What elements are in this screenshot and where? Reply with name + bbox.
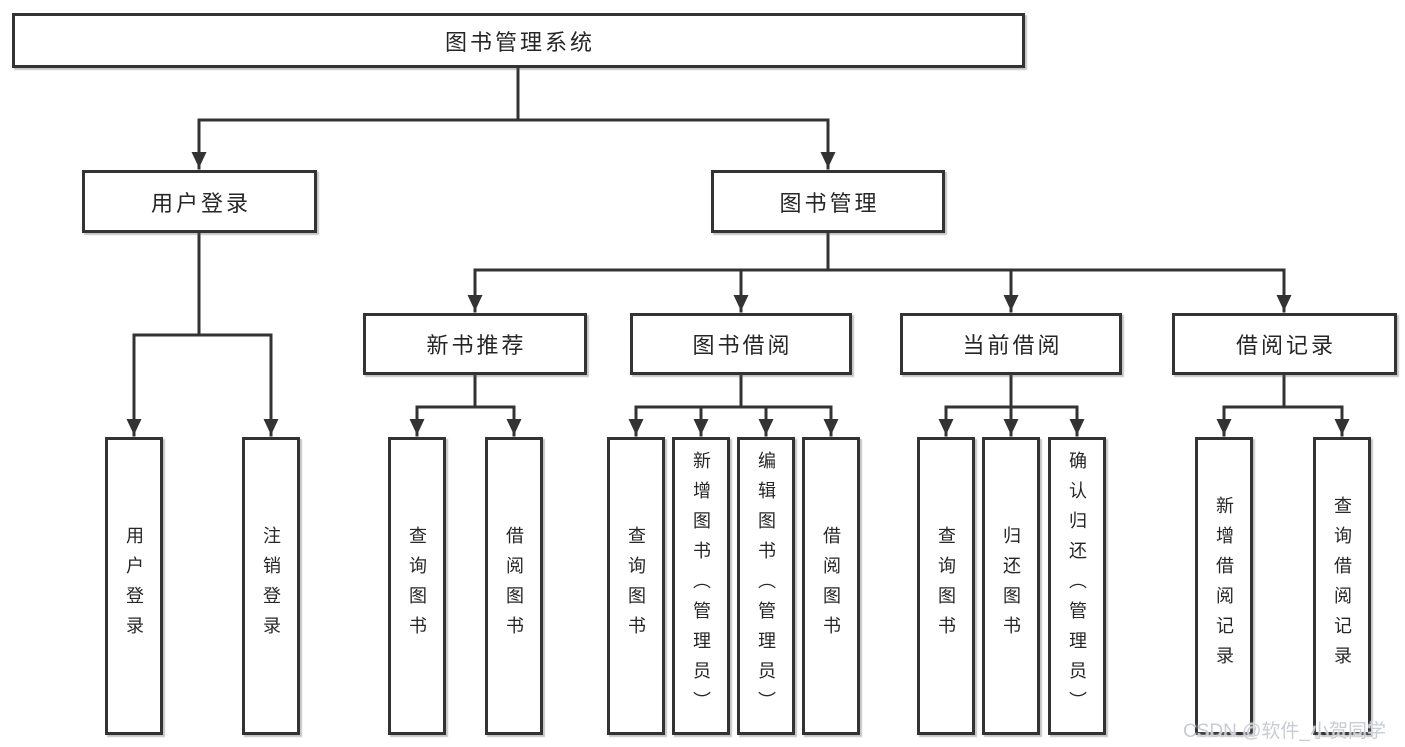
leaf-current-query-books: 查询图书	[917, 437, 975, 735]
node-label: 新增图书（管理员）	[691, 451, 711, 721]
node-new-book-recommend: 新书推荐	[363, 313, 587, 375]
node-label: 新书推荐	[426, 333, 527, 358]
leaf-add-books-admin: 新增图书（管理员）	[672, 437, 730, 735]
node-label: 图书借阅	[692, 333, 793, 358]
leaf-query-borrow-record: 查询借阅记录	[1313, 437, 1371, 735]
node-borrow-records: 借阅记录	[1172, 313, 1397, 375]
node-label: 当前借阅	[962, 333, 1063, 358]
node-label: 确认归还（管理员）	[1067, 451, 1087, 721]
leaf-recommend-borrow-books: 借阅图书	[485, 437, 543, 735]
node-current-borrow: 当前借阅	[900, 313, 1122, 375]
node-label: 查询图书	[936, 526, 956, 646]
node-label: 用户登录	[124, 526, 144, 646]
leaf-user-login: 用户登录	[105, 437, 163, 735]
leaf-logout: 注销登录	[242, 437, 300, 735]
leaf-add-borrow-record: 新增借阅记录	[1195, 437, 1253, 735]
node-book-management: 图书管理	[711, 170, 945, 233]
node-label: 注销登录	[261, 526, 281, 646]
node-label: 查询图书	[626, 526, 646, 646]
node-label: 编辑图书（管理员）	[756, 451, 776, 721]
leaf-confirm-return-admin: 确认归还（管理员）	[1048, 437, 1106, 735]
node-library-management-system: 图书管理系统	[12, 13, 1025, 68]
node-label: 借阅图书	[504, 526, 524, 646]
node-label: 归还图书	[1001, 526, 1021, 646]
leaf-borrow-query-books: 查询图书	[607, 437, 665, 735]
leaf-edit-books-admin: 编辑图书（管理员）	[737, 437, 795, 735]
node-label: 新增借阅记录	[1214, 496, 1234, 676]
leaf-borrow-books: 借阅图书	[802, 437, 860, 735]
node-label: 用户登录	[150, 190, 251, 216]
leaf-recommend-query-books: 查询图书	[388, 437, 446, 735]
node-label: 查询图书	[407, 526, 427, 646]
csdn-watermark: CSDN @软件_小贺同学	[1183, 721, 1386, 742]
node-label: 借阅图书	[821, 526, 841, 646]
node-label: 图书管理	[779, 190, 880, 216]
node-user-login: 用户登录	[82, 170, 317, 233]
node-label: 借阅记录	[1235, 333, 1336, 358]
node-book-borrow: 图书借阅	[630, 313, 852, 375]
node-label: 图书管理系统	[444, 29, 595, 55]
leaf-return-books: 归还图书	[982, 437, 1040, 735]
node-label: 查询借阅记录	[1332, 496, 1352, 676]
